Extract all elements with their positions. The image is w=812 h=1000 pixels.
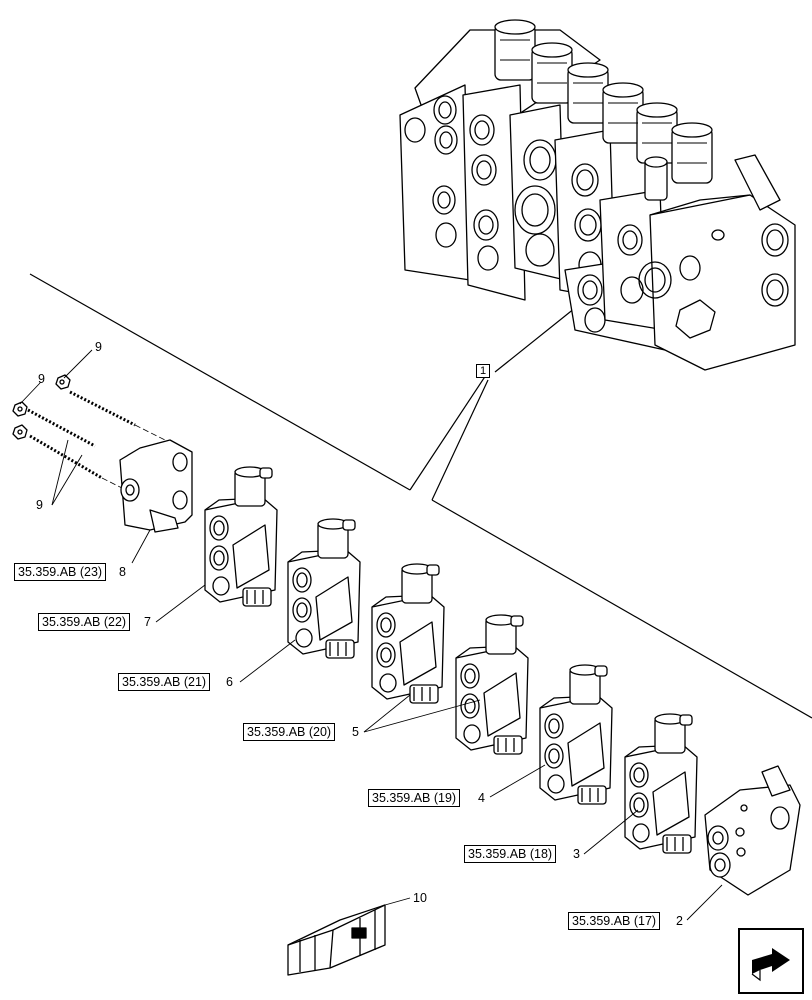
assembly-callout: 1 — [476, 364, 491, 378]
valve-section-3 — [624, 713, 698, 854]
item-number-3: 3 — [573, 847, 580, 861]
ref-35-359-ab-17[interactable]: 35.359.AB (17) — [568, 912, 661, 930]
nuts — [12, 374, 71, 440]
item-number-9: 9 — [95, 340, 102, 354]
item-number-5: 5 — [352, 725, 359, 739]
item-number-7: 7 — [144, 615, 151, 629]
item-number-10: 10 — [413, 891, 427, 905]
ref-35-359-ab-23[interactable]: 35.359.AB (23) — [14, 563, 107, 581]
valve-section-5b — [455, 614, 529, 755]
valve-section-7 — [204, 466, 278, 607]
section-divider-lines — [29, 273, 812, 719]
leader-lines — [155, 584, 723, 921]
tie-rods — [27, 390, 166, 493]
item-number-9: 9 — [36, 498, 43, 512]
valve-section-4 — [539, 664, 613, 805]
end-plate — [119, 439, 193, 533]
item-number-9: 9 — [38, 372, 45, 386]
ref-35-359-ab-18[interactable]: 35.359.AB (18) — [464, 845, 557, 863]
item-number-4: 4 — [478, 791, 485, 805]
next-page-button[interactable] — [738, 928, 804, 994]
ref-35-359-ab-19[interactable]: 35.359.AB (19) — [368, 789, 461, 807]
ref-35-359-ab-22[interactable]: 35.359.AB (22) — [38, 613, 131, 631]
leader-lines-9 — [19, 349, 93, 506]
item-number-6: 6 — [226, 675, 233, 689]
kit-box — [287, 904, 386, 976]
inlet-section — [704, 765, 801, 896]
valve-section-6 — [287, 518, 361, 659]
ref-35-359-ab-21[interactable]: 35.359.AB (21) — [118, 673, 211, 691]
next-page-arrow-icon — [738, 928, 804, 994]
item-number-2: 2 — [676, 914, 683, 928]
valve-assembly-complete — [399, 19, 796, 371]
item-number-8: 8 — [119, 565, 126, 579]
ref-35-359-ab-20[interactable]: 35.359.AB (20) — [243, 723, 336, 741]
valve-section-5a — [371, 563, 445, 704]
